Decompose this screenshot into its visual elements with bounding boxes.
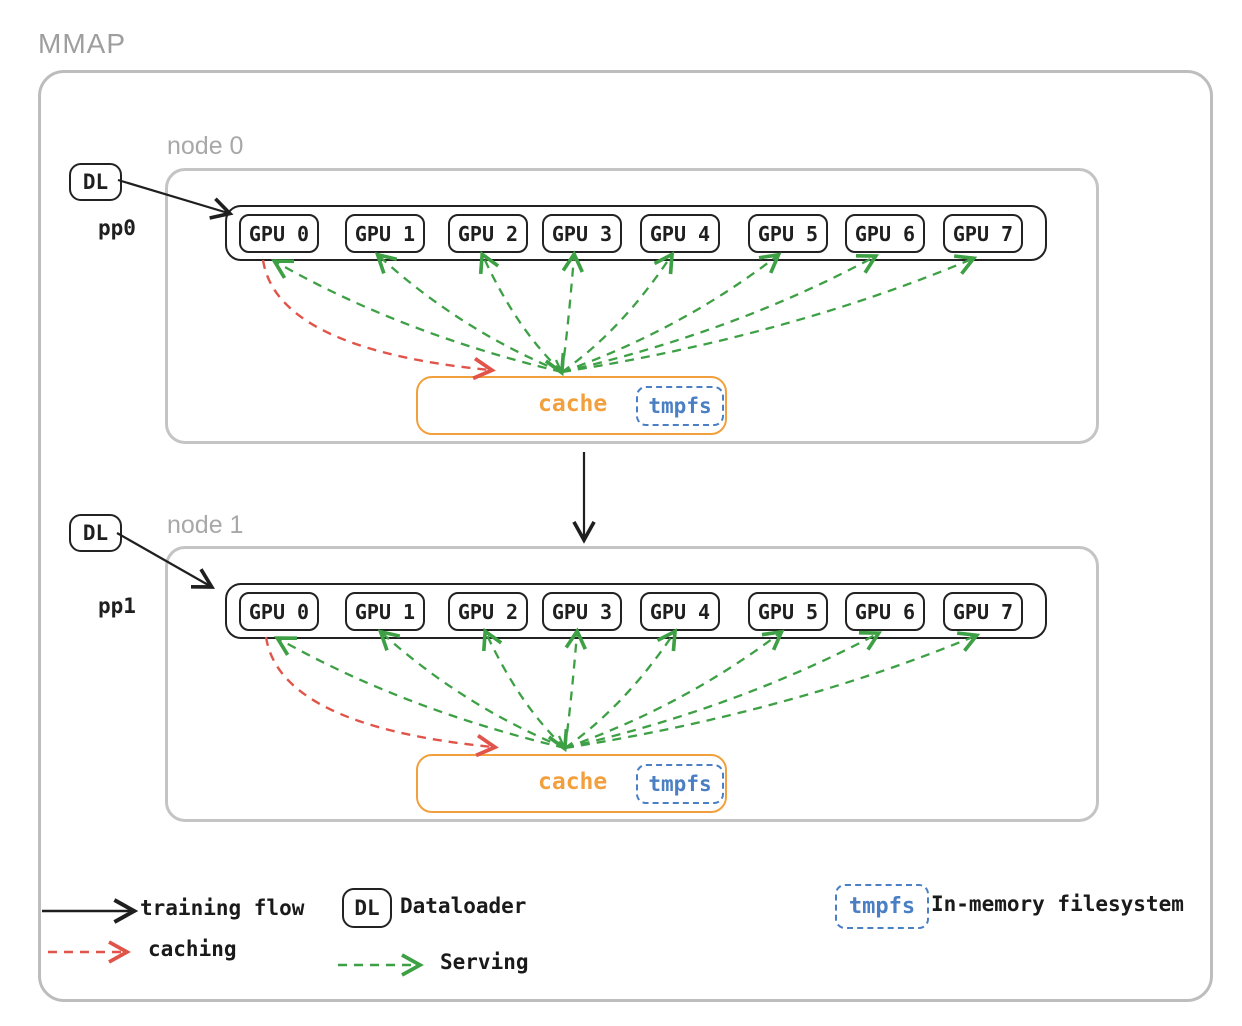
node1-dataloader-box: DL	[69, 514, 122, 552]
node1-box: GPU 0 GPU 1 GPU 2 GPU 3 GPU 4 GPU 5 GPU …	[165, 546, 1099, 822]
gpu-label: GPU 1	[354, 221, 416, 246]
legend-dataloader-label: Dataloader	[400, 894, 527, 918]
node0-gpu-row: GPU 0 GPU 1 GPU 2 GPU 3 GPU 4 GPU 5 GPU …	[225, 205, 1047, 261]
node0-gpu-4: GPU 4	[640, 214, 720, 253]
node0-gpu-2: GPU 2	[448, 214, 528, 253]
gpu-label: GPU 6	[854, 599, 916, 624]
gpu-label: GPU 0	[248, 599, 310, 624]
node1-cache-label: cache	[538, 769, 608, 795]
mmap-boundary-box	[38, 70, 1213, 1002]
node0-dataloader-box: DL	[69, 163, 122, 201]
tmpfs-label: tmpfs	[648, 394, 712, 418]
node0-gpu-3: GPU 3	[542, 214, 622, 253]
node1-dataloader-label: DL	[82, 521, 109, 545]
node1-gpu-3: GPU 3	[542, 592, 622, 631]
node1-gpu-row: GPU 0 GPU 1 GPU 2 GPU 3 GPU 4 GPU 5 GPU …	[225, 583, 1047, 639]
node1-pp-label: pp1	[98, 594, 136, 618]
legend-dataloader-box: DL	[342, 888, 392, 928]
node1-gpu-6: GPU 6	[845, 592, 925, 631]
node0-pp-label: pp0	[98, 216, 136, 240]
legend-dl-label: DL	[354, 896, 380, 920]
gpu-label: GPU 7	[952, 599, 1014, 624]
node1-gpu-1: GPU 1	[345, 592, 425, 631]
gpu-label: GPU 0	[248, 221, 310, 246]
node0-box: GPU 0 GPU 1 GPU 2 GPU 3 GPU 4 GPU 5 GPU …	[165, 168, 1099, 444]
legend-training-flow-label: training flow	[140, 896, 305, 920]
gpu-label: GPU 3	[551, 221, 613, 246]
node1-tmpfs-box: tmpfs	[636, 764, 724, 804]
gpu-label: GPU 5	[757, 599, 819, 624]
gpu-label: GPU 2	[457, 221, 519, 246]
legend-tmpfs-box: tmpfs	[835, 884, 929, 929]
node0-tmpfs-box: tmpfs	[636, 386, 724, 426]
node0-label: node 0	[167, 132, 244, 160]
node1-gpu-5: GPU 5	[748, 592, 828, 631]
gpu-label: GPU 4	[649, 599, 711, 624]
gpu-label: GPU 1	[354, 599, 416, 624]
node0-gpu-1: GPU 1	[345, 214, 425, 253]
node1-gpu-7: GPU 7	[943, 592, 1023, 631]
node0-gpu-5: GPU 5	[748, 214, 828, 253]
gpu-label: GPU 2	[457, 599, 519, 624]
legend-serving-label: Serving	[440, 950, 529, 974]
node0-gpu-0: GPU 0	[239, 214, 319, 253]
node1-gpu-0: GPU 0	[239, 592, 319, 631]
node1-cache-box: cache tmpfs	[416, 754, 727, 813]
tmpfs-label: tmpfs	[648, 772, 712, 796]
node1-label: node 1	[167, 511, 244, 539]
gpu-label: GPU 5	[757, 221, 819, 246]
gpu-label: GPU 4	[649, 221, 711, 246]
gpu-label: GPU 7	[952, 221, 1014, 246]
legend-in-memory-label: In-memory filesystem	[931, 892, 1184, 916]
legend-tmpfs-label: tmpfs	[848, 894, 916, 919]
diagram-title: MMAP	[38, 28, 126, 59]
node0-cache-box: cache tmpfs	[416, 376, 727, 435]
node1-gpu-2: GPU 2	[448, 592, 528, 631]
node0-gpu-7: GPU 7	[943, 214, 1023, 253]
node0-gpu-6: GPU 6	[845, 214, 925, 253]
gpu-label: GPU 6	[854, 221, 916, 246]
node0-cache-label: cache	[538, 391, 608, 417]
legend-caching-label: caching	[148, 937, 237, 961]
gpu-label: GPU 3	[551, 599, 613, 624]
node1-gpu-4: GPU 4	[640, 592, 720, 631]
node0-dataloader-label: DL	[82, 170, 109, 194]
